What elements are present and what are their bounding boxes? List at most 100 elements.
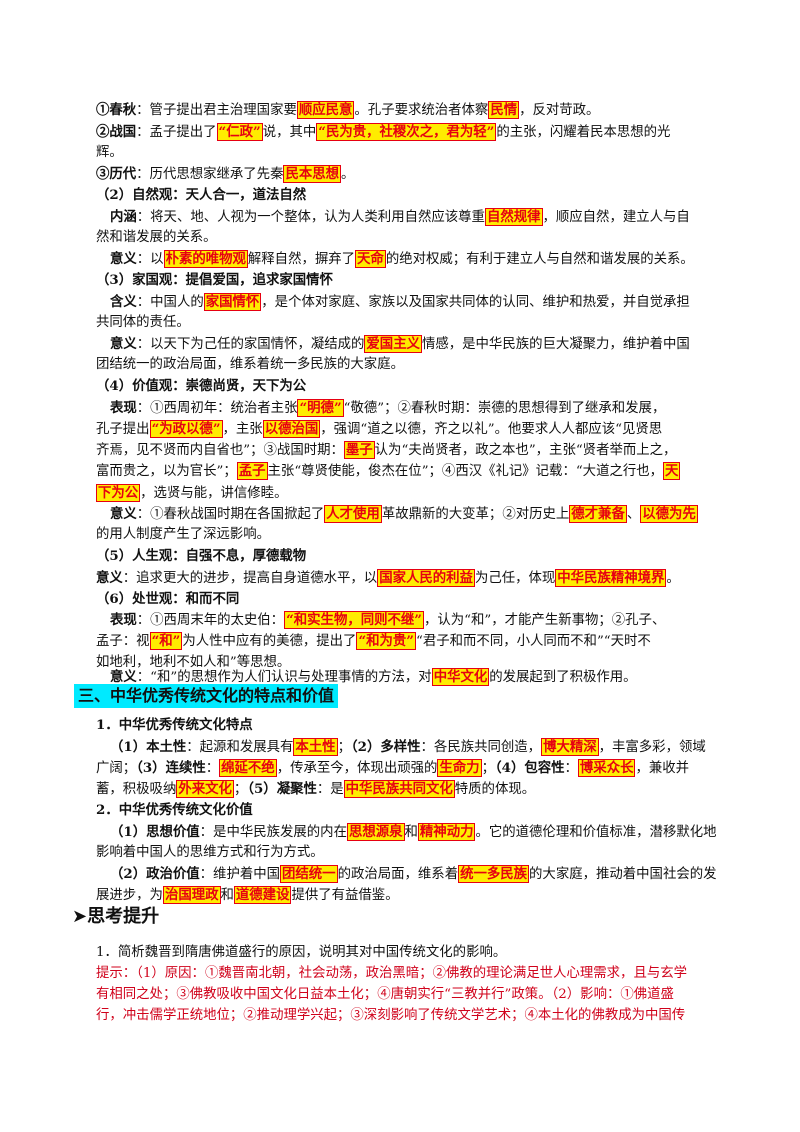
text-segment: ，兼收并 [635, 761, 690, 776]
highlighted-keyword: “明德” [297, 399, 344, 417]
text-segment: ：孟子提出了 [136, 125, 217, 140]
text-segment: 的主张，闪耀着民本思想的光 [496, 125, 671, 140]
text-segment: ：维护着中国 [199, 867, 281, 882]
text-segment: ，反对苛政。 [519, 103, 600, 118]
text-segment: （2）政治价值 [110, 866, 200, 882]
highlighted-keyword: 朴素的唯物观 [163, 250, 248, 268]
highlighted-keyword: 自然规律 [484, 208, 543, 226]
highlighted-keyword: “为政以德” [149, 420, 223, 438]
text-line: 齐焉，见不贤而内自省也”；③战国时期：墨子认为“夫尚贤者，政之本也”，主张“贤者… [96, 440, 736, 461]
text-segment: 。它的道德伦理和价值标准，潜移默化地 [475, 825, 717, 840]
text-line: 意义：追求更大的进步，提高自身道德水平，以国家人民的利益为己任，体现中华民族精神… [96, 568, 736, 589]
text-segment: 提供了有益借鉴。 [291, 888, 399, 903]
text-segment: 展进步，为 [96, 888, 163, 903]
highlighted-keyword: “和实生物，同则不继” [284, 611, 424, 629]
think-heading: ➤思考提升 [72, 904, 159, 930]
text-segment: （3）连续性 [136, 760, 206, 776]
text-segment: 有相同之处；③佛教吸收中国文化日益本土化；④唐朝实行“三教并行”政策。（2）影响… [96, 987, 674, 1002]
text-line: ②战国：孟子提出了“仁政”说，其中“民为贵，社稷次之，君为轻”的主张，闪耀着民本… [96, 122, 736, 143]
text-segment: ； [337, 740, 351, 755]
text-segment: 孟子：视 [96, 634, 150, 649]
text-line: ③历代：历代思想家继承了先秦民本思想。 [96, 164, 736, 185]
text-line: 行，冲击儒学正统地位；②推动理学兴起；③深刻影响了传统文学艺术；④本土化的佛教成… [96, 1006, 736, 1026]
text-segment: ：管子提出君主治理国家要 [136, 103, 297, 118]
text-segment: 主张“尊贤使能，俊杰在位”；④西汉《礼记》记载：“大道之行也， [267, 464, 664, 479]
text-segment: 说，其中 [262, 125, 317, 140]
highlighted-keyword: 德才兼备 [569, 505, 627, 523]
text-segment: （4）价值观：崇德尚贤，天下为公 [96, 378, 307, 394]
highlighted-keyword: 团结统一 [280, 865, 338, 883]
text-segment: ，是个体对家庭、家族以及国家共同体的认同、维护和热爱，并自觉承担 [261, 295, 690, 310]
highlighted-keyword: 以德为先 [640, 505, 698, 523]
text-segment: 情感，是中华民族的巨大凝聚力，维护着中国 [421, 337, 690, 352]
highlighted-keyword: 墨子 [343, 441, 375, 459]
section-three-heading: 三、中华优秀传统文化的特点和价值 [74, 684, 339, 708]
text-segment: ； [233, 782, 248, 797]
text-segment: （4）包容性 [494, 760, 565, 776]
highlighted-keyword: 外来文化 [176, 780, 234, 798]
text-line: （5）人生观：自强不息，厚德载物 [96, 546, 736, 567]
highlighted-keyword: 统一多民族 [458, 865, 530, 883]
text-line: 含义：中国人的家国情怀，是个体对家庭、家族以及国家共同体的认同、维护和热爱，并自… [110, 292, 736, 313]
text-segment: ③历代 [96, 166, 137, 182]
text-segment: ：追求更大的进步，提高自身道德水平，以 [122, 571, 378, 586]
text-segment: 。 [341, 167, 355, 182]
text-segment: 然和谐发展的关系。 [96, 230, 217, 245]
text-segment: 1．简析魏晋到隋唐佛道盛行的原因，说明其对中国传统文化的影响。 [96, 945, 507, 960]
text-segment: 和 [404, 825, 418, 840]
text-segment: “敬德”；②春秋时期：崇德的思想得到了继承和发展， [343, 401, 666, 416]
text-segment: 意义 [110, 336, 137, 352]
text-segment: ：①西周初年：统治者主张 [136, 401, 298, 416]
highlighted-keyword: 思想源泉 [346, 823, 405, 841]
highlighted-keyword: “和” [149, 632, 183, 650]
text-segment: （1）思想价值 [110, 824, 200, 840]
highlighted-keyword: 治国理政 [162, 886, 221, 904]
text-segment: 意义 [110, 251, 137, 267]
text-segment: 富而贵之，以为官长”； [96, 464, 237, 479]
text-line: 如地利，地利不如人和”等思想。 [96, 653, 736, 673]
highlighted-keyword: 本土性 [293, 738, 338, 756]
text-line: 富而贵之，以为官长”；孟子主张“尊贤使能，俊杰在位”；④西汉《礼记》记载：“大道… [96, 461, 736, 482]
text-segment: ； [481, 761, 495, 776]
text-segment: ：将天、地、人视为一个整体，认为人类利用自然应该尊重 [136, 210, 485, 225]
text-segment: ：以天下为己任的家国情怀，凝结成的 [136, 337, 365, 352]
text-segment: 表现 [110, 400, 137, 416]
text-line: （3）家国观：提倡爱国，追求家国情怀 [96, 270, 736, 291]
text-line: 孟子：视“和”为人性中应有的美德，提出了“和为贵”“君子和而不同，小人同而不和”… [96, 631, 736, 652]
text-line: （1）思想价值：是中华民族发展的内在思想源泉和精神动力。它的道德伦理和价值标准，… [110, 822, 736, 843]
text-line: 2．中华优秀传统文化价值 [96, 800, 736, 821]
text-segment: 含义 [110, 294, 137, 310]
text-segment: 共同体的责任。 [96, 315, 190, 330]
text-segment: 意义 [96, 570, 123, 586]
text-segment: 和 [220, 888, 234, 903]
text-segment: 表现 [110, 612, 137, 628]
text-line: 辉。 [96, 143, 736, 163]
text-line: ①春秋：管子提出君主治理国家要顺应民意。孔子要求统治者体察民情，反对苛政。 [96, 100, 736, 121]
text-segment: 的发展起到了积极作用。 [489, 670, 637, 685]
text-segment: ： [564, 761, 578, 776]
text-line: （4）价值观：崇德尚贤，天下为公 [96, 376, 736, 397]
text-segment: 如地利，地利不如人和”等思想。 [96, 655, 291, 670]
text-line: 的用人制度产生了深远影响。 [96, 525, 736, 545]
text-segment: 广阔； [96, 761, 137, 776]
text-segment: ：是 [316, 782, 344, 797]
text-line: （2）自然观：天人合一，道法自然 [96, 185, 736, 206]
text-segment: （2）自然观：天人合一，道法自然 [96, 187, 307, 203]
text-segment: ，强调“道之以德，齐之以礼”。他要求人人都应该“见贤思 [320, 422, 663, 437]
text-line: 意义：以天下为己任的家国情怀，凝结成的爱国主义情感，是中华民族的巨大凝聚力，维护… [110, 334, 736, 355]
highlighted-keyword: “和为贵” [356, 632, 417, 650]
text-segment: ： [205, 761, 220, 776]
text-segment: ，丰富多彩，领域 [598, 740, 706, 755]
text-segment: ，顺应自然，建立人与自 [542, 210, 690, 225]
text-line: 孔子提出“为政以德”，主张以德治国，强调“道之以德，齐之以礼”。他要求人人都应该… [96, 419, 736, 440]
text-segment: ：是中华民族发展的内在 [199, 825, 347, 840]
text-segment: 特质的体现。 [454, 782, 536, 797]
text-segment: 孔子提出 [96, 422, 150, 437]
highlighted-keyword: 博采众长 [577, 759, 636, 777]
text-segment: （5）人生观：自强不息，厚德载物 [96, 548, 307, 564]
highlighted-keyword: 博大精深 [541, 738, 599, 756]
text-segment: 解释自然，摒弃了 [247, 252, 356, 267]
text-segment: ②战国 [96, 124, 137, 140]
text-segment: 齐焉，见不贤而内自省也”；③战国时期： [96, 443, 344, 458]
text-line: 提示：（1）原因：①魏晋南北朝，社会动荡，政治黑暗；②佛教的理论满足世人心理需求… [96, 964, 736, 984]
